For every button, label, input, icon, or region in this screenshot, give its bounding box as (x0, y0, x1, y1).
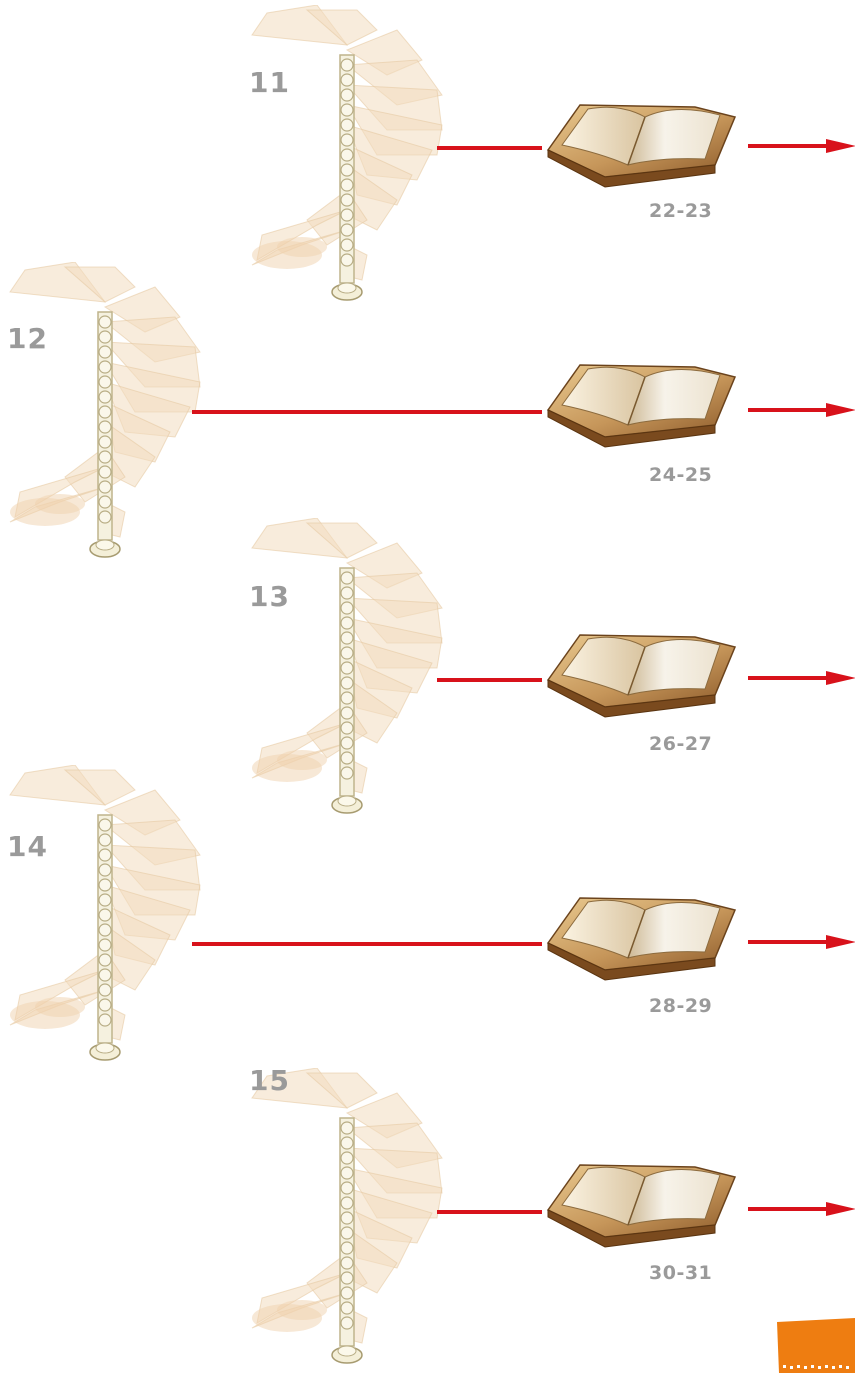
page-range: 28-29 (649, 995, 713, 1017)
connector-line (437, 1210, 542, 1214)
page-range: 24-25 (649, 464, 713, 486)
connector-line (192, 942, 542, 946)
step-number: 13 (249, 580, 290, 613)
spiral-staircase-icon (247, 5, 447, 305)
open-book-icon (540, 888, 740, 988)
page-range: 22-23 (649, 200, 713, 222)
right-arrow-icon (748, 403, 855, 417)
step-number: 11 (249, 66, 290, 99)
right-arrow-icon (748, 935, 855, 949)
open-book-icon (540, 95, 740, 195)
corner-tab (777, 1318, 855, 1373)
connector-line (437, 678, 542, 682)
spiral-staircase-icon (5, 765, 205, 1065)
spiral-staircase-icon (247, 518, 447, 818)
connector-line (437, 146, 542, 150)
page-range: 30-31 (649, 1262, 713, 1284)
spiral-staircase-icon (247, 1068, 447, 1368)
right-arrow-icon (748, 671, 855, 685)
step-number: 14 (7, 830, 48, 863)
connector-line (192, 410, 542, 414)
open-book-icon (540, 625, 740, 725)
open-book-icon (540, 355, 740, 455)
right-arrow-icon (748, 1202, 855, 1216)
open-book-icon (540, 1155, 740, 1255)
spiral-staircase-icon (5, 262, 205, 562)
page-range: 26-27 (649, 733, 713, 755)
step-number: 15 (249, 1064, 290, 1097)
right-arrow-icon (748, 139, 855, 153)
step-number: 12 (7, 322, 48, 355)
